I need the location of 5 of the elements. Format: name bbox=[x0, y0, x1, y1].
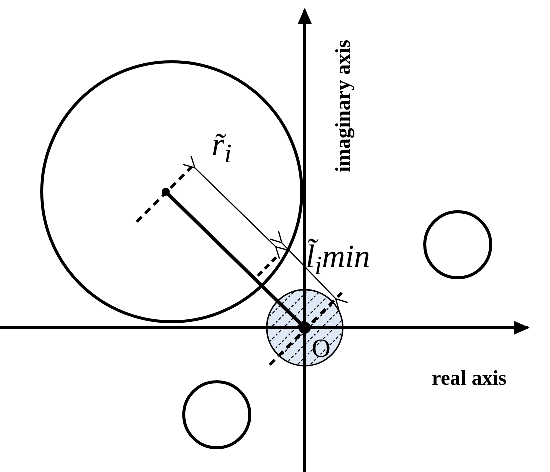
axis-label: imaginary axis bbox=[333, 40, 354, 172]
math-symbol: l̃$_{i}$min bbox=[306, 240, 370, 280]
origin-label: O bbox=[312, 336, 331, 362]
math-symbol: r̃$_{i}$ bbox=[212, 128, 232, 168]
axis-label: real axis bbox=[432, 368, 507, 389]
